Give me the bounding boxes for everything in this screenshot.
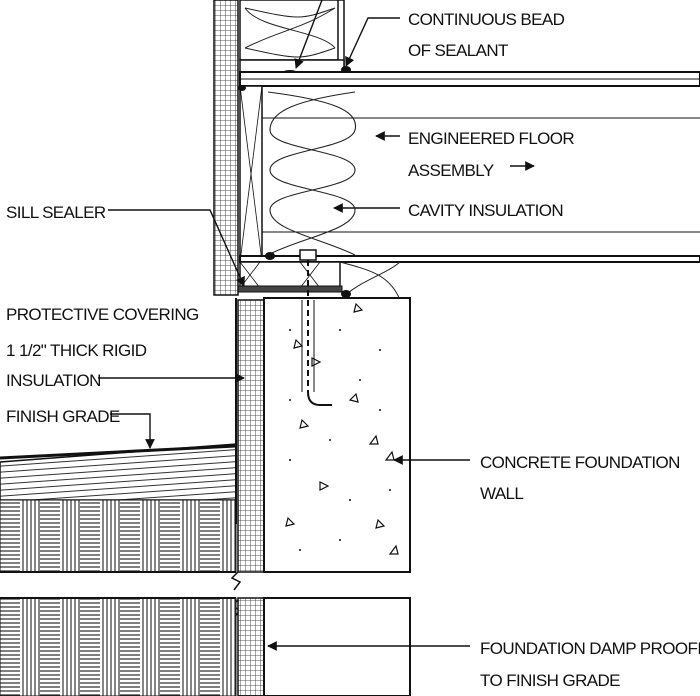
bottom-chord <box>239 255 700 263</box>
leader-wall-insulation <box>294 0 323 69</box>
foundation-wall <box>230 260 420 696</box>
wall-stud <box>337 0 345 67</box>
floor-cavity-insulation <box>267 91 357 256</box>
stud-wall <box>213 0 351 296</box>
concrete-wall-lower <box>263 597 411 696</box>
label-protective-covering: PROTECTIVE COVERING <box>6 305 199 324</box>
label-finish-grade: FINISH GRADE <box>6 407 120 426</box>
label-continuous-bead-1: CONTINUOUS BEAD <box>408 10 565 29</box>
soil <box>0 298 237 696</box>
label-engineered-floor-2: ASSEMBLY <box>408 161 494 180</box>
label-continuous-bead-2: OF SEALANT <box>408 41 508 60</box>
exterior-sheathing-grid <box>213 0 239 296</box>
leader-lines <box>98 0 535 651</box>
label-engineered-floor-1: ENGINEERED FLOOR <box>408 129 574 148</box>
label-damp-proofing-2: TO FINISH GRADE <box>480 671 620 690</box>
wall-cavity-insulation <box>244 7 336 58</box>
rigid-insulation-lower <box>237 597 265 696</box>
floor-assembly <box>237 71 700 301</box>
backfill-lower <box>0 597 237 696</box>
label-rigid-insulation-2: INSULATION <box>6 371 101 390</box>
concrete-wall-upper <box>263 297 411 573</box>
leader-sealant <box>345 17 400 67</box>
backfill-upper <box>0 499 237 573</box>
label-concrete-wall-2: WALL <box>480 484 523 503</box>
leader-sill-sealer <box>108 209 245 287</box>
sill-sealer-layer <box>237 285 343 293</box>
leader-finish-grade <box>110 413 155 449</box>
label-rigid-insulation-1: 1 1/2" THICK RIGID <box>6 341 147 360</box>
label-cavity-insulation: CAVITY INSULATION <box>408 201 563 220</box>
rigid-insulation <box>237 299 265 573</box>
label-concrete-wall-1: CONCRETE FOUNDATION <box>480 453 680 472</box>
label-damp-proofing-1: FOUNDATION DAMP PROOFING <box>480 639 700 658</box>
sill-plate <box>239 261 341 289</box>
labels: CONTINUOUS BEAD OF SEALANT ENGINEERED FL… <box>6 10 700 690</box>
anchor-nut <box>299 249 317 261</box>
break-gap <box>230 573 420 597</box>
label-sill-sealer: SILL SEALER <box>6 203 106 222</box>
